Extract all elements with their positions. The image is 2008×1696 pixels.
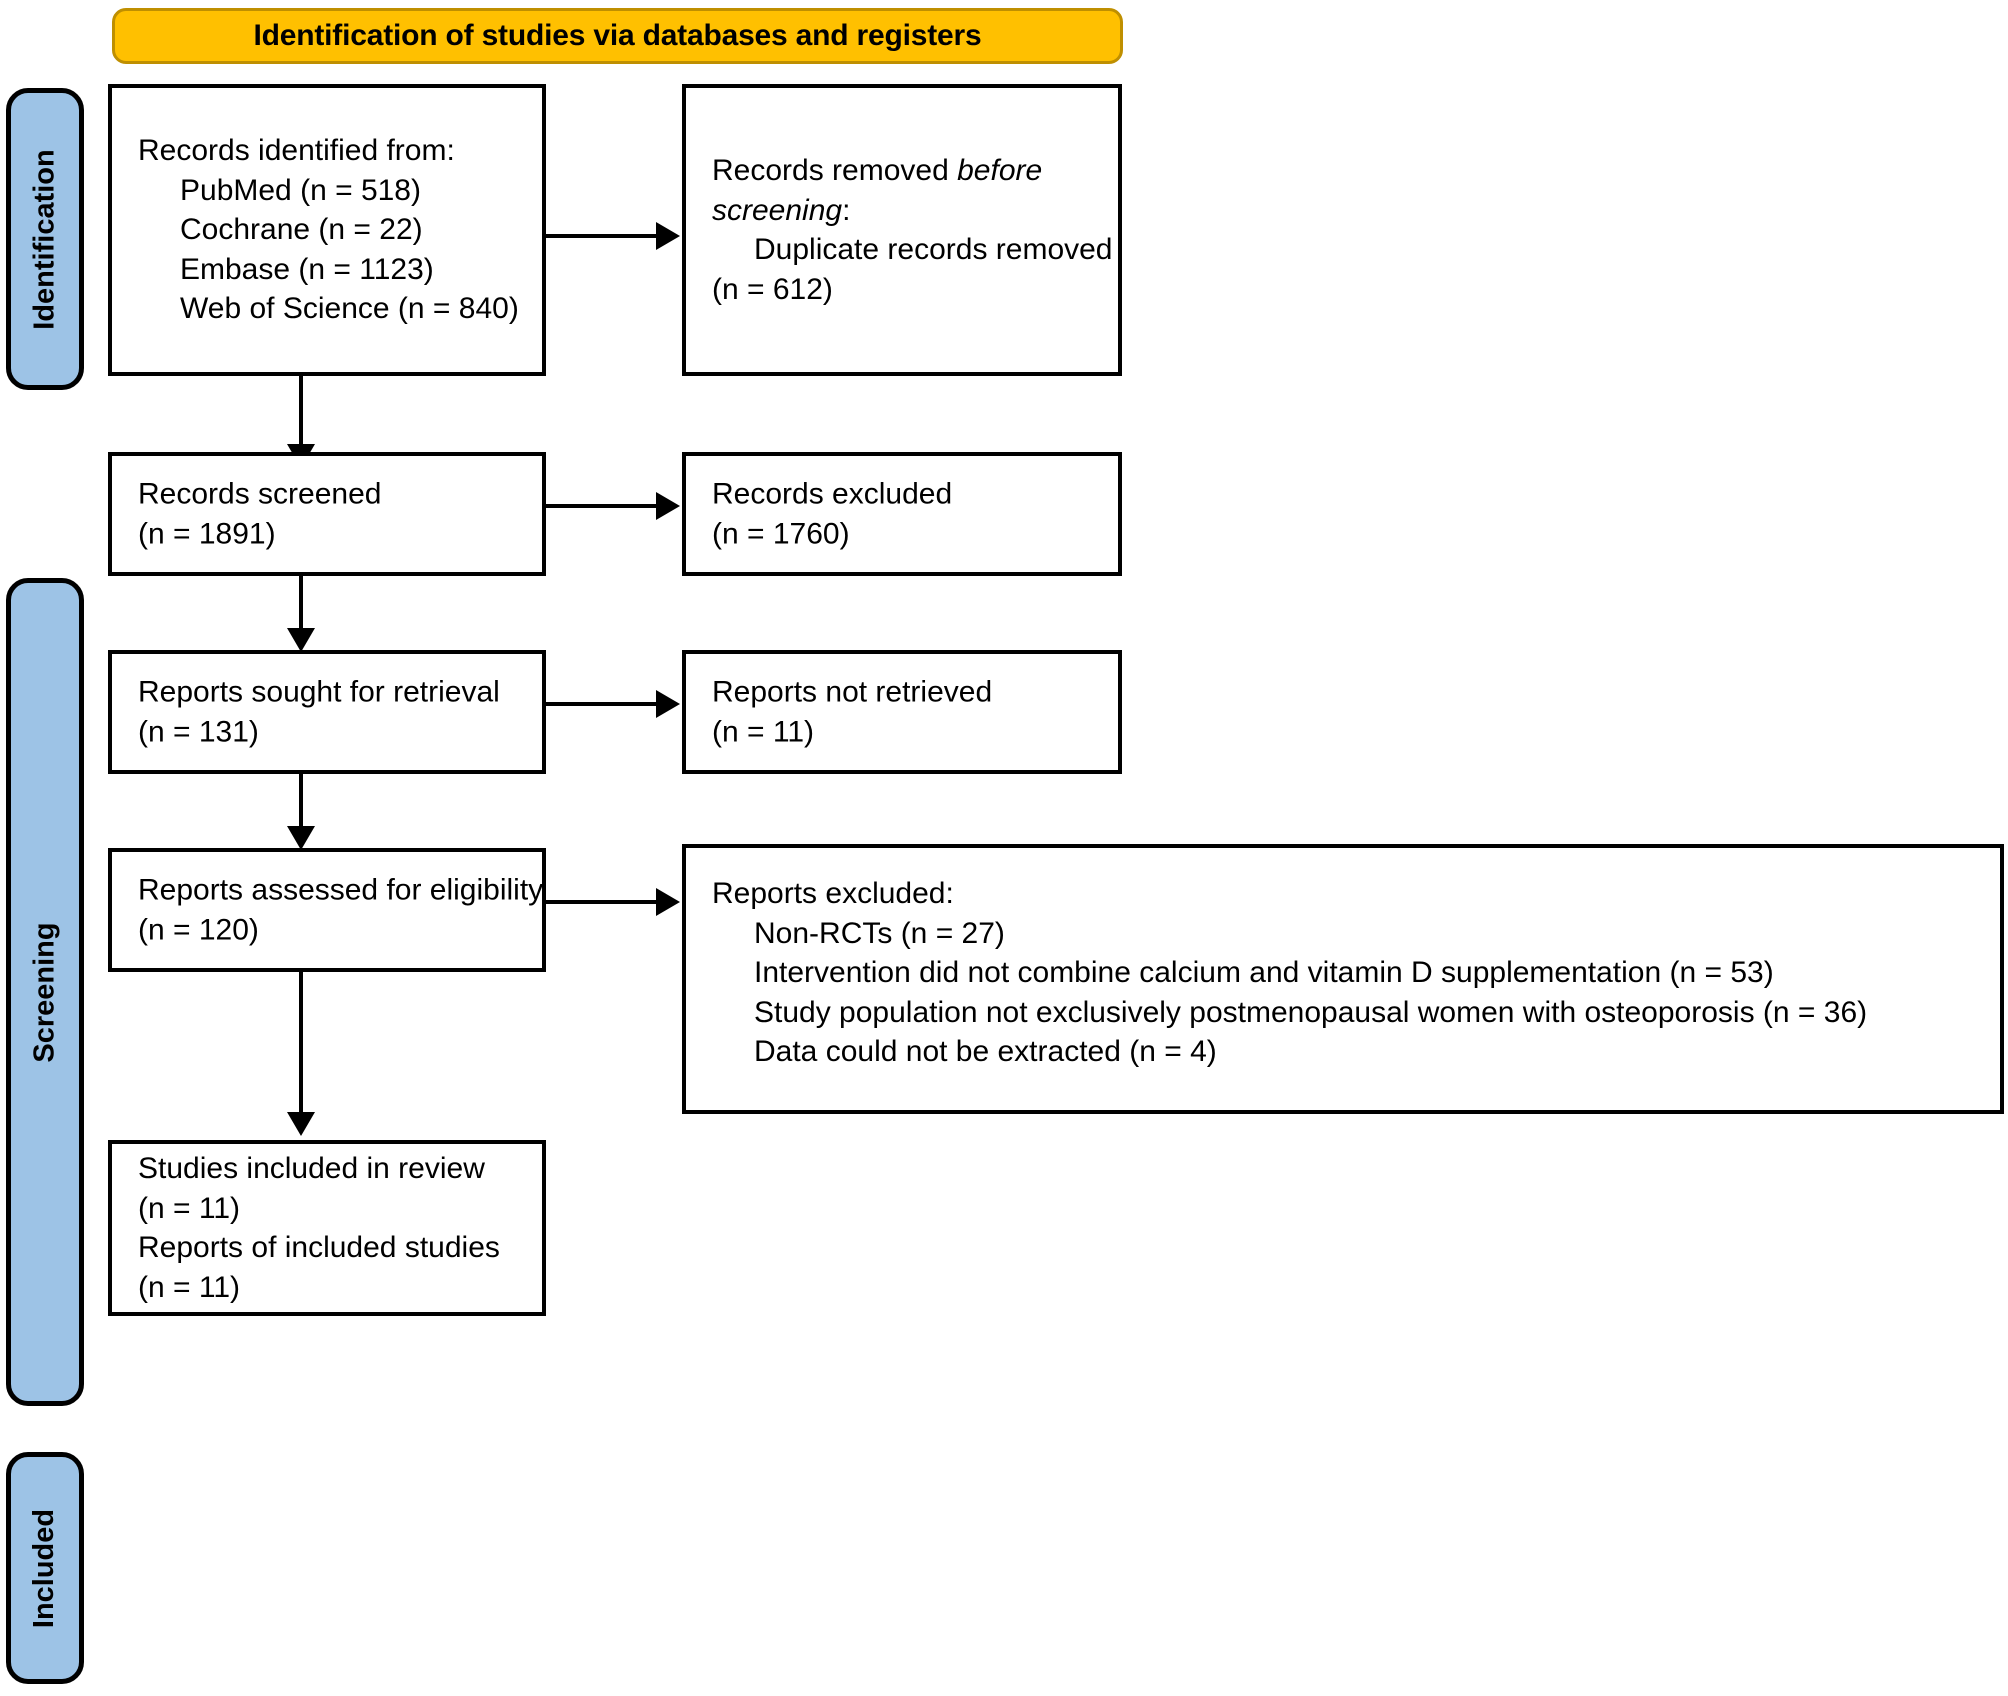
connector-sought-to-assessed-line (299, 774, 303, 830)
phase-label-screening: Screening (28, 921, 61, 1063)
reports-sought-line-0: Reports sought for retrieval (138, 675, 500, 709)
box-records-removed: Records removed before screening: Duplic… (682, 84, 1122, 376)
records-identified-line-3: Embase (n = 1123) (180, 252, 434, 286)
reports-not-retrieved-line-0: Reports not retrieved (712, 675, 993, 709)
records-screened-line-0: Records screened (138, 477, 382, 511)
box-reports-assessed-body: Reports assessed for eligibility (n = 12… (138, 870, 544, 949)
phase-tab-included: Included (6, 1452, 84, 1684)
records-excluded-line-0: Records excluded (712, 477, 953, 511)
connector-assessed-to-included-arrowhead (287, 1112, 315, 1136)
connector-screened-to-excluded-line (546, 504, 658, 508)
connector-identified-to-screened-line (299, 376, 303, 448)
phase-tab-screening: Screening (6, 578, 84, 1406)
reports-not-retrieved-line-1: (n = 11) (712, 715, 814, 748)
records-screened-line-1: (n = 1891) (138, 517, 276, 550)
box-records-removed-body: Records removed before screening: Duplic… (712, 151, 1113, 309)
connector-assessed-to-included-line (299, 972, 303, 1116)
diagram-header-banner: Identification of studies via databases … (112, 8, 1123, 64)
records-removed-colon: : (842, 193, 851, 227)
studies-included-line-0: Studies included in review (138, 1151, 485, 1185)
reports-assessed-line-0: Reports assessed for eligibility (138, 873, 544, 907)
box-reports-excluded-body: Reports excluded: Non-RCTs (n = 27) Inte… (712, 874, 1986, 1072)
studies-included-line-1: (n = 11) (138, 1191, 240, 1225)
records-removed-italic-before: before (957, 153, 1043, 187)
records-identified-line-0: Records identified from: (138, 134, 455, 168)
phase-tab-identification: Identification (6, 88, 84, 390)
reports-excluded-line-1: Non-RCTs (n = 27) (754, 916, 1005, 950)
connector-assessed-to-excluded-arrowhead (656, 888, 680, 916)
records-removed-line-1: (n = 612) (712, 272, 833, 306)
connector-identified-to-removed-arrowhead (656, 222, 680, 250)
box-reports-not-retrieved-body: Reports not retrieved (n = 11) (712, 672, 1104, 751)
box-records-screened-body: Records screened (n = 1891) (138, 474, 528, 553)
box-records-identified: Records identified from: PubMed (n = 518… (108, 84, 546, 376)
box-reports-excluded: Reports excluded: Non-RCTs (n = 27) Inte… (682, 844, 2004, 1114)
box-reports-assessed: Reports assessed for eligibility (n = 12… (108, 848, 546, 972)
reports-excluded-line-4: Data could not be extracted (n = 4) (754, 1035, 1217, 1069)
reports-sought-line-1: (n = 131) (138, 715, 259, 748)
records-removed-italic-screening: screening (712, 193, 843, 227)
box-reports-sought-body: Reports sought for retrieval (n = 131) (138, 672, 528, 751)
records-removed-line-0: Duplicate records removed (754, 233, 1113, 266)
box-reports-not-retrieved: Reports not retrieved (n = 11) (682, 650, 1122, 774)
connector-identified-to-removed-line (546, 234, 658, 238)
reports-excluded-line-0: Reports excluded: (712, 877, 954, 910)
box-studies-included-body: Studies included in review (n = 11) Repo… (138, 1149, 528, 1307)
connector-sought-to-notretrieved-arrowhead (656, 690, 680, 718)
records-removed-heading: Records removed before screening: (712, 151, 1104, 230)
box-records-identified-body: Records identified from: PubMed (n = 518… (138, 131, 528, 329)
reports-assessed-line-1: (n = 120) (138, 913, 259, 946)
connector-sought-to-notretrieved-line (546, 702, 658, 706)
box-records-excluded-body: Records excluded (n = 1760) (712, 474, 1104, 553)
box-reports-sought: Reports sought for retrieval (n = 131) (108, 650, 546, 774)
records-excluded-line-1: (n = 1760) (712, 517, 850, 550)
records-removed-lead: Records removed (712, 153, 958, 187)
connector-screened-to-excluded-arrowhead (656, 492, 680, 520)
studies-included-line-2: Reports of included studies (138, 1231, 500, 1264)
connector-screened-to-sought-line (299, 576, 303, 632)
diagram-title: Identification of studies via databases … (253, 19, 982, 52)
reports-excluded-line-3: Study population not exclusively postmen… (754, 995, 1868, 1029)
studies-included-line-3: (n = 11) (138, 1270, 240, 1304)
phase-label-identification: Identification (28, 148, 61, 330)
box-records-screened: Records screened (n = 1891) (108, 452, 546, 576)
records-identified-line-4: Web of Science (n = 840) (180, 292, 519, 326)
connector-sought-to-assessed-arrowhead (287, 826, 315, 850)
connector-screened-to-sought-arrowhead (287, 628, 315, 652)
connector-assessed-to-excluded-line (546, 900, 658, 904)
box-records-excluded: Records excluded (n = 1760) (682, 452, 1122, 576)
records-identified-line-1: PubMed (n = 518) (180, 173, 421, 207)
box-studies-included: Studies included in review (n = 11) Repo… (108, 1140, 546, 1316)
records-identified-line-2: Cochrane (n = 22) (180, 213, 423, 247)
phase-label-included: Included (28, 1508, 61, 1628)
reports-excluded-line-2: Intervention did not combine calcium and… (754, 956, 1774, 990)
